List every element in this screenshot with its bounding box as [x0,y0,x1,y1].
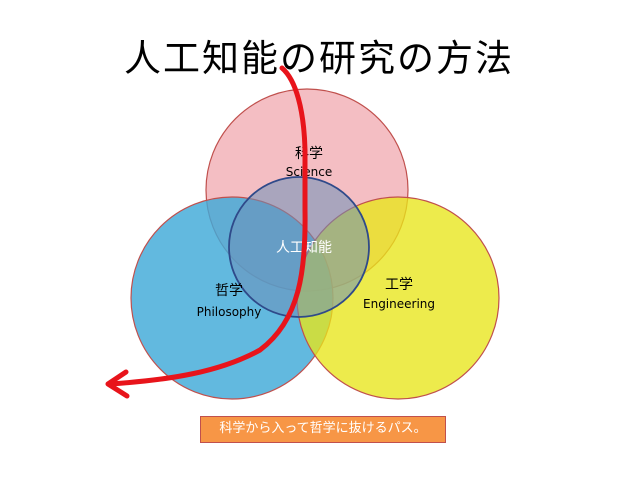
slide-title: 人工知能の研究の方法 [124,37,514,80]
science-label-en: Science [286,165,333,179]
philosophy-label-ja: 哲学 [215,283,243,299]
science-label-ja: 科学 [295,146,323,162]
ai-circle [228,176,370,318]
path-note-box: 科学から入って哲学に抜けるパス。 [200,416,446,443]
engineering-label-ja: 工学 [385,277,413,293]
philosophy-label-en: Philosophy [197,305,262,319]
path-arrow-line [107,65,308,387]
engineering-label-en: Engineering [363,297,435,311]
path-note-text: 科学から入って哲学に抜けるパス。 [219,421,427,436]
arrow-head-icon [105,369,130,399]
